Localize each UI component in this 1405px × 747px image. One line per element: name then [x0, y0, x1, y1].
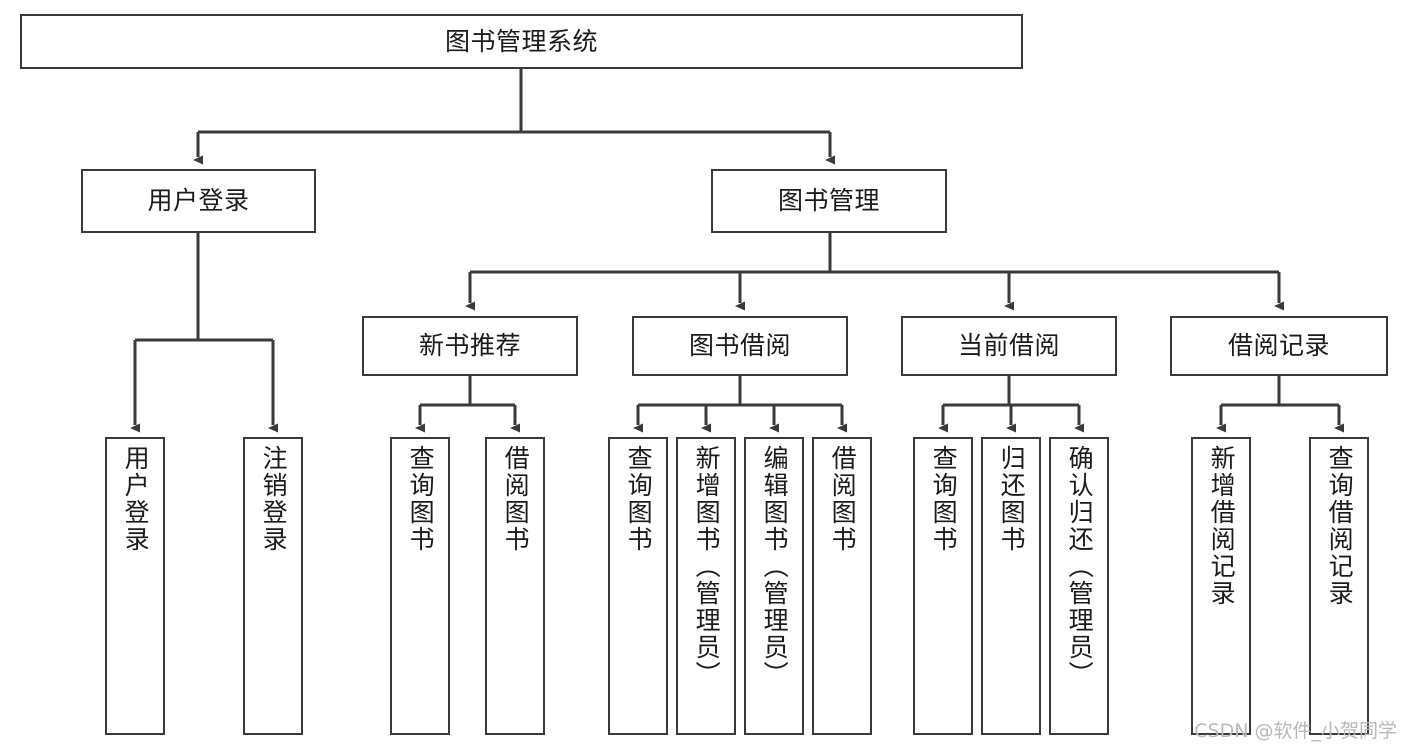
leaf-confirm-return[interactable]: 确认归还（管理员）: [1049, 437, 1109, 735]
leaf-add-book-label: 新增图书（管理员）: [692, 445, 722, 688]
leaf-return-book[interactable]: 归还图书: [981, 437, 1041, 735]
leaf-borrow-book-1[interactable]: 借阅图书: [485, 437, 545, 735]
leaf-query-book-3[interactable]: 查询图书: [913, 437, 973, 735]
leaf-add-record[interactable]: 新增借阅记录: [1191, 437, 1251, 735]
leaf-borrow-book-2-label: 借阅图书: [828, 445, 858, 553]
leaf-query-book-2[interactable]: 查询图书: [608, 437, 668, 735]
leaf-edit-book[interactable]: 编辑图书（管理员）: [744, 437, 804, 735]
leaf-query-book-3-label: 查询图书: [929, 445, 959, 553]
leaf-borrow-book-2[interactable]: 借阅图书: [812, 437, 872, 735]
leaf-query-record-label: 查询借阅记录: [1325, 445, 1355, 607]
leaf-return-book-label: 归还图书: [997, 445, 1027, 553]
leaf-logout-login[interactable]: 注销登录: [243, 437, 303, 735]
node-current-borrow-label: 当前借阅: [957, 331, 1060, 361]
csdn-watermark: CSDN @软件_小贺同学: [1194, 720, 1397, 742]
leaf-add-record-label: 新增借阅记录: [1207, 445, 1237, 607]
leaf-query-book-1[interactable]: 查询图书: [390, 437, 450, 735]
leaf-user-login[interactable]: 用户登录: [105, 437, 165, 735]
node-book-management-label: 图书管理: [777, 186, 880, 216]
leaf-logout-login-label: 注销登录: [259, 445, 289, 553]
node-user-login[interactable]: 用户登录: [81, 169, 316, 233]
node-user-login-label: 用户登录: [147, 186, 250, 216]
leaf-query-record[interactable]: 查询借阅记录: [1309, 437, 1369, 735]
node-new-book-recommend[interactable]: 新书推荐: [362, 316, 578, 376]
leaf-add-book[interactable]: 新增图书（管理员）: [676, 437, 736, 735]
node-new-book-recommend-label: 新书推荐: [418, 331, 521, 361]
leaf-confirm-return-label: 确认归还（管理员）: [1065, 445, 1095, 688]
node-book-management[interactable]: 图书管理: [711, 169, 947, 233]
leaf-query-book-2-label: 查询图书: [624, 445, 654, 553]
node-book-borrow[interactable]: 图书借阅: [632, 316, 848, 376]
leaf-query-book-1-label: 查询图书: [406, 445, 436, 553]
leaf-borrow-book-1-label: 借阅图书: [501, 445, 531, 553]
node-current-borrow[interactable]: 当前借阅: [901, 316, 1117, 376]
node-borrow-record[interactable]: 借阅记录: [1170, 316, 1388, 376]
node-book-borrow-label: 图书借阅: [688, 331, 791, 361]
leaf-edit-book-label: 编辑图书（管理员）: [760, 445, 790, 688]
node-root-system[interactable]: 图书管理系统: [20, 14, 1023, 69]
leaf-user-login-label: 用户登录: [121, 445, 151, 553]
node-root-system-label: 图书管理系统: [444, 26, 598, 56]
node-borrow-record-label: 借阅记录: [1227, 331, 1330, 361]
